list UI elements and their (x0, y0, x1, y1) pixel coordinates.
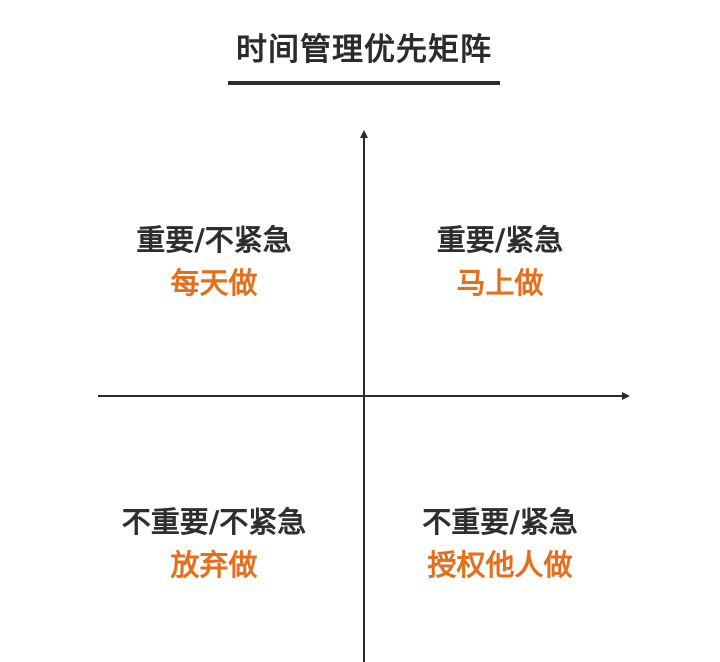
quadrant-action: 每天做 (170, 266, 258, 300)
quadrant-label: 重要/不紧急 (136, 223, 292, 257)
quadrant-action: 授权他人做 (427, 548, 573, 582)
title-underline (228, 81, 500, 85)
quadrant-action: 马上做 (456, 266, 544, 300)
quadrant-action: 放弃做 (170, 548, 258, 582)
diagram-title: 时间管理优先矩阵 (236, 32, 492, 68)
quadrant-important-not-urgent: 重要/不紧急 每天做 (84, 220, 344, 306)
quadrant-label: 重要/紧急 (436, 223, 564, 257)
quadrant-not-important-urgent: 不重要/紧急 授权他人做 (370, 502, 630, 588)
quadrant-label: 不重要/紧急 (422, 505, 578, 539)
quadrant-label: 不重要/不紧急 (121, 505, 307, 539)
quadrant-not-important-not-urgent: 不重要/不紧急 放弃做 (84, 502, 344, 588)
quadrant-important-urgent: 重要/紧急 马上做 (370, 220, 630, 306)
